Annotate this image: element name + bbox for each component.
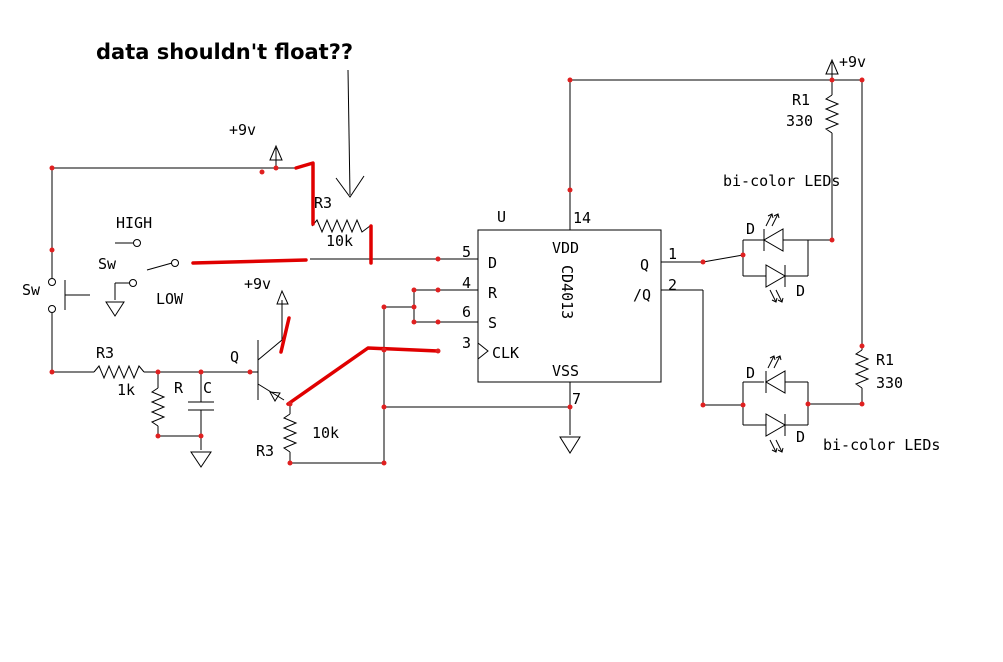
r3-input-value: 1k — [117, 381, 135, 399]
ic-part-number: CD4013 — [558, 265, 576, 319]
r1-top-value: 330 — [786, 112, 813, 130]
pin-num-s: 6 — [462, 303, 471, 321]
pin-num-clk: 3 — [462, 334, 471, 352]
r1-bottom-value: 330 — [876, 374, 903, 392]
r1-bottom-ref: R1 — [876, 351, 894, 369]
r3-emitter-ref: R3 — [256, 442, 274, 460]
pin-num-nq: 2 — [668, 276, 677, 294]
ic-vss-label: VSS — [552, 362, 579, 380]
vdd-supply-symbol — [825, 58, 839, 75]
annotation-arrow — [335, 69, 365, 198]
pin-r-label: R — [488, 284, 498, 302]
pin-num-q: 1 — [668, 245, 677, 263]
led-bottom-a-ref: D — [746, 364, 755, 382]
d-input-wiring — [51, 148, 478, 260]
switch-low-label: LOW — [156, 290, 184, 308]
emitter-resistor-r3 — [282, 403, 298, 463]
capacitor-c-label: C — [203, 379, 212, 397]
reset-set-wiring — [290, 289, 478, 464]
led-top-b-ref: D — [796, 282, 805, 300]
pin-num-vss: 7 — [572, 390, 581, 408]
pin-num-r: 4 — [462, 274, 471, 292]
highlighted-wires — [191, 161, 440, 406]
vdd-supply-label: +9v — [839, 53, 866, 71]
r3-data-value: 10k — [326, 232, 353, 250]
vdd-supply-wires — [569, 62, 863, 350]
led-bottom-b-ref: D — [796, 428, 805, 446]
pin-d-label: D — [488, 254, 497, 272]
pin-clk-label: CLK — [492, 344, 519, 362]
r1-top-ref: R1 — [792, 91, 810, 109]
resistor-r1-top — [824, 94, 840, 134]
junction-dots — [49, 77, 865, 466]
transistor-supply-label: +9v — [244, 275, 271, 293]
switch-ref-label: Sw — [98, 255, 117, 273]
resistor-r-label: R — [174, 379, 184, 397]
transistor-ref-label: Q — [230, 348, 239, 366]
vss-ground — [384, 382, 581, 454]
r3-emitter-value: 10k — [312, 424, 339, 442]
ic-vdd-label: VDD — [552, 239, 579, 257]
high-low-switch — [105, 239, 179, 317]
pin-q-label: Q — [640, 256, 649, 274]
bicolor-led-bottom — [661, 289, 862, 453]
pin-s-label: S — [488, 314, 497, 332]
ic-ref-label: U — [497, 208, 506, 226]
pushbutton-switch — [48, 250, 90, 372]
pushbutton-ref-label: Sw — [22, 281, 41, 299]
annotation-text: data shouldn't float?? — [96, 40, 353, 64]
led-top-a-ref: D — [746, 220, 755, 238]
switch-high-label: HIGH — [116, 214, 152, 232]
pin-num-vdd: 14 — [573, 209, 591, 227]
pin-num-d: 5 — [462, 243, 471, 261]
debounce-network — [52, 364, 250, 468]
resistor-r1-bottom — [854, 349, 870, 389]
bicolor-label-top: bi-color LEDs — [723, 172, 840, 190]
r3-input-ref: R3 — [96, 344, 114, 362]
resistor-r3-data — [311, 218, 371, 234]
data-supply-label: +9v — [229, 121, 256, 139]
transistor-q — [250, 289, 289, 402]
bicolor-label-bottom: bi-color LEDs — [823, 436, 940, 454]
bicolor-led-top — [661, 213, 832, 303]
data-supply-symbol — [269, 144, 283, 161]
r3-data-ref: R3 — [314, 194, 332, 212]
pin-nq-label: /Q — [633, 286, 651, 304]
